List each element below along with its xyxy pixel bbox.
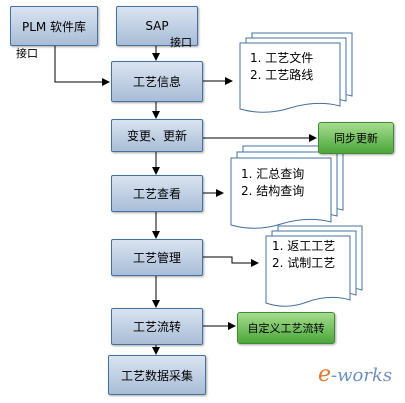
process-change-label: 变更、更新	[126, 129, 187, 143]
process-collect-label: 工艺数据采集	[120, 368, 193, 383]
custom-flow-box[interactable]: 自定义工艺流转	[237, 312, 335, 344]
process-collect-box[interactable]: 工艺数据采集	[108, 355, 206, 395]
process-manage-label: 工艺管理	[132, 251, 181, 265]
process-info-box[interactable]: 工艺信息	[111, 61, 203, 102]
doc3-item-1: 1. 返工工艺	[272, 239, 336, 253]
doc1-item-2: 2. 工艺路线	[250, 68, 314, 82]
process-change-box[interactable]: 变更、更新	[111, 119, 203, 152]
plm-interface-label: 接口	[16, 47, 38, 60]
custom-flow-label: 自定义工艺流转	[247, 322, 325, 335]
plm-library-box[interactable]: PLM 软件库	[10, 6, 98, 46]
process-flow-box[interactable]: 工艺流转	[111, 308, 203, 345]
sap-label: SAP	[145, 19, 169, 33]
doc3-item-2: 2. 试制工艺	[272, 256, 336, 270]
sync-update-label: 同步更新	[334, 132, 378, 145]
doc2-text: 1. 汇总查询 2. 结构查询	[241, 166, 304, 200]
process-flow-label: 工艺流转	[132, 320, 181, 334]
doc1-item-1: 1. 工艺文件	[250, 51, 314, 65]
doc2-item-2: 2. 结构查询	[241, 184, 305, 198]
process-view-box[interactable]: 工艺查看	[111, 175, 203, 212]
sync-update-box[interactable]: 同步更新	[318, 122, 394, 154]
sap-interface-label: 接口	[170, 36, 192, 49]
doc2-item-1: 1. 汇总查询	[241, 167, 305, 181]
sap-box[interactable]: SAP	[116, 6, 198, 46]
connector-manage-doc3	[203, 256, 259, 267]
doc-stack-1	[239, 32, 353, 113]
eworks-watermark-logo: e-works	[318, 362, 393, 387]
doc-stack-2	[230, 145, 344, 229]
doc1-text: 1. 工艺文件 2. 工艺路线	[250, 50, 313, 84]
doc3-text: 1. 返工工艺 2. 试制工艺	[272, 238, 335, 272]
process-manage-box[interactable]: 工艺管理	[111, 239, 203, 276]
process-info-label: 工艺信息	[132, 75, 181, 89]
plm-library-label: PLM 软件库	[21, 19, 87, 34]
connector-plm-info	[54, 46, 110, 86]
process-view-label: 工艺查看	[132, 187, 181, 201]
doc-stack-3	[265, 225, 363, 307]
